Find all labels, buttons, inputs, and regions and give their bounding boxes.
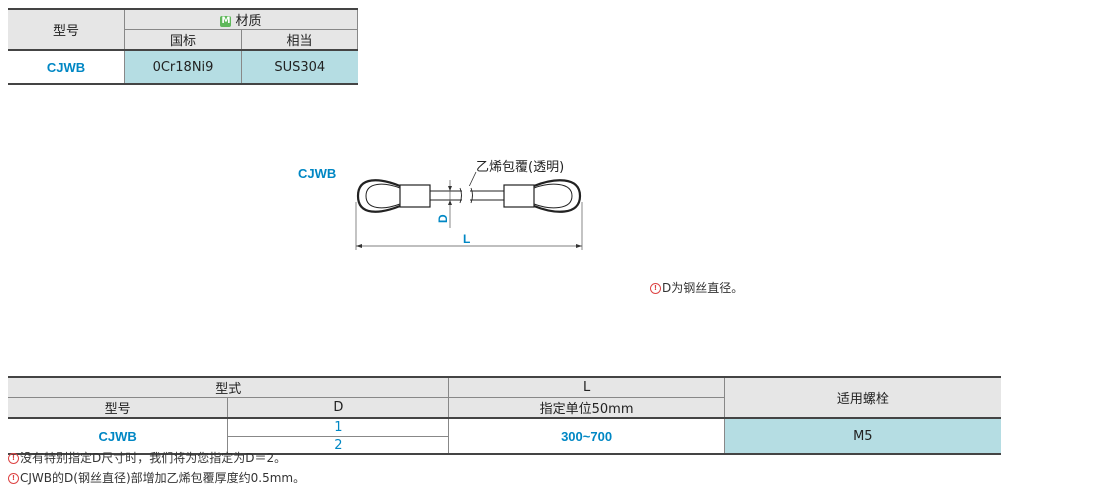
- l-header: L: [448, 376, 725, 398]
- left-loop-outer: [356, 179, 401, 213]
- gb-value-cell: 0Cr18Ni9: [124, 49, 242, 84]
- dimension-d-label: D: [436, 214, 450, 223]
- material-header: 材质: [235, 14, 262, 29]
- spec-table: 型式 L 适用螺栓 型号 D 指定单位50mm CJWB 1 300~700 M…: [8, 376, 1001, 455]
- left-sleeve: [399, 184, 431, 208]
- equiv-value-cell: SUS304: [241, 49, 358, 84]
- right-loop-inner: [533, 183, 573, 209]
- warning-icon: !: [650, 283, 661, 294]
- left-loop-inner: [365, 183, 401, 209]
- bolt-header: 适用螺栓: [723, 376, 1001, 419]
- footnote-2: !CJWB的D(钢丝直径)部增加乙烯包覆厚度约0.5mm。: [8, 469, 305, 486]
- warning-icon: !: [8, 453, 19, 464]
- break-mark-right: [470, 187, 473, 204]
- footnote-2-text: CJWB的D(钢丝直径)部增加乙烯包覆厚度约0.5mm。: [20, 471, 306, 485]
- model-header-cell: 型号: [8, 9, 125, 50]
- model-cell: CJWB: [8, 49, 125, 84]
- d-value-2: 2: [227, 436, 449, 455]
- d-note: !D为钢丝直径。: [650, 279, 743, 296]
- material-badge-icon: M: [220, 16, 232, 27]
- right-sleeve: [503, 184, 535, 208]
- coating-label: 乙烯包覆(透明): [476, 160, 564, 175]
- break-mark-left: [459, 187, 462, 204]
- footnote-1-text: 没有特别指定D尺寸时，我们将为您指定为D＝2。: [20, 451, 287, 465]
- dimension-l-label: L: [463, 232, 470, 246]
- l-arrow-right: [576, 244, 582, 248]
- bolt-value-cell: M5: [723, 417, 1001, 455]
- l-arrow-left: [356, 244, 362, 248]
- l-value-cell: 300~700: [448, 417, 725, 455]
- d-arrow-bottom: [448, 200, 452, 205]
- equiv-header: 相当: [241, 29, 358, 50]
- warning-icon: !: [8, 473, 19, 484]
- wire-break-gap: [462, 186, 470, 206]
- d-note-text: D为钢丝直径。: [662, 281, 744, 295]
- model-cell: CJWB: [8, 417, 229, 455]
- model-header: 型号: [52, 24, 79, 39]
- gb-header: 国标: [124, 29, 242, 50]
- l-sub-header: 指定单位50mm: [448, 397, 725, 419]
- wire-diagram: CJWB 乙烯包覆(透明) D L: [298, 160, 583, 250]
- d-arrow-top: [448, 186, 452, 191]
- type-header: 型式: [8, 376, 450, 398]
- d-value-1: 1: [227, 417, 450, 437]
- right-loop-outer: [533, 179, 582, 213]
- d-header: D: [227, 397, 450, 419]
- footnote-1: !没有特别指定D尺寸时，我们将为您指定为D＝2。: [8, 449, 286, 466]
- model-header: 型号: [8, 397, 229, 419]
- diagram-label: CJWB: [298, 166, 336, 181]
